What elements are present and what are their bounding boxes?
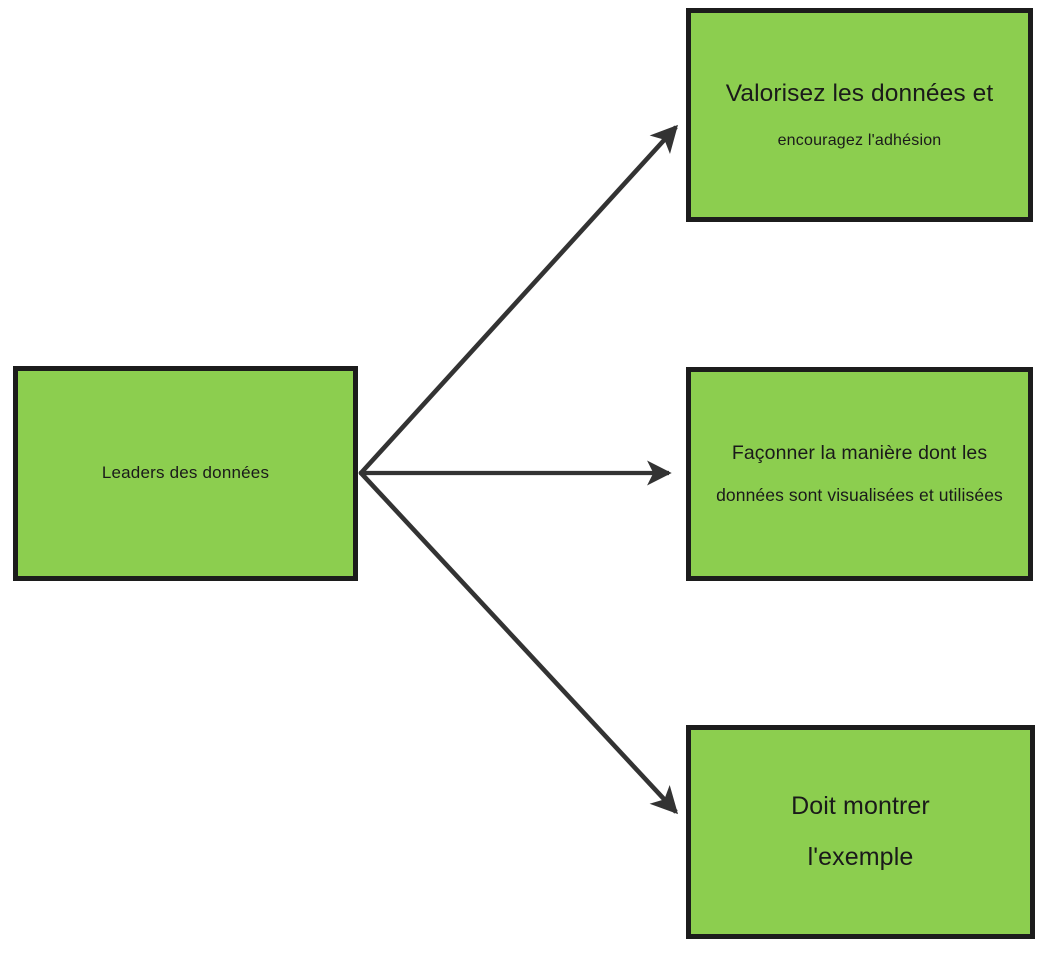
connector-to-montrer[interactable] xyxy=(359,471,679,815)
node-montrer-l-exemple[interactable]: Doit montrer l'exemple xyxy=(686,725,1035,939)
node-leaders-des-donnees[interactable]: Leaders des données xyxy=(13,366,358,581)
node-label-line-1: Doit montrer xyxy=(791,791,930,820)
node-label-line-2: données sont visualisées et utilisées xyxy=(716,485,1003,506)
node-label-line-2: encouragez l'adhésion xyxy=(777,132,942,150)
node-valoriser-les-donnees[interactable]: Valorisez les données et encouragez l'ad… xyxy=(686,8,1033,222)
node-label-line-1: Valorisez les données et xyxy=(725,79,994,107)
node-label-line-2: l'exemple xyxy=(807,843,914,871)
node-label-line-1: Façonner la manière dont les xyxy=(731,441,988,464)
node-label-line-1: Leaders des données xyxy=(101,463,270,483)
node-faconner-la-maniere[interactable]: Façonner la manière dont les données son… xyxy=(686,367,1033,581)
connector-to-valoriser[interactable] xyxy=(359,124,678,475)
connector-junction xyxy=(358,470,364,476)
